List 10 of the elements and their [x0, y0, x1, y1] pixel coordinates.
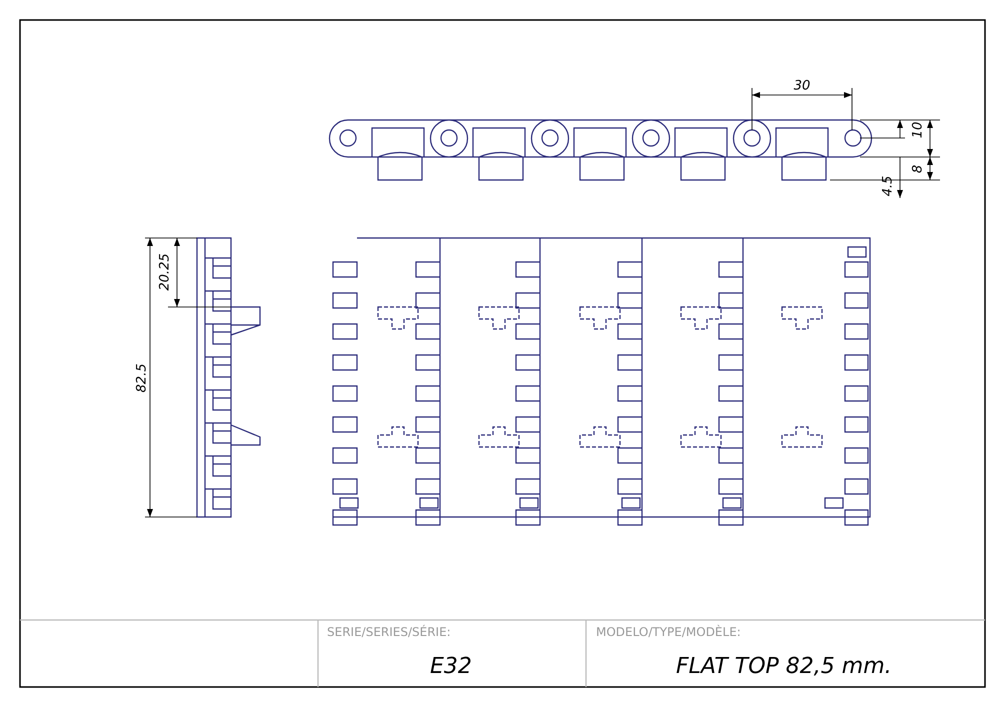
dimension-value: 4.5	[882, 176, 894, 196]
dimension-value: 10	[912, 122, 924, 138]
dimension-value: 82.5	[136, 364, 148, 392]
field-caption: SERIE/SERIES/SÉRIE:	[327, 626, 451, 638]
model-value: FLAT TOP 82,5 mm.	[676, 656, 892, 678]
dimension-value: 30	[794, 80, 810, 92]
field-caption: MODELO/TYPE/MODÈLE:	[596, 626, 741, 638]
series-value: E32	[430, 656, 472, 678]
dimension-value: 20.25	[158, 253, 172, 291]
dimension-value: 8	[912, 164, 924, 174]
